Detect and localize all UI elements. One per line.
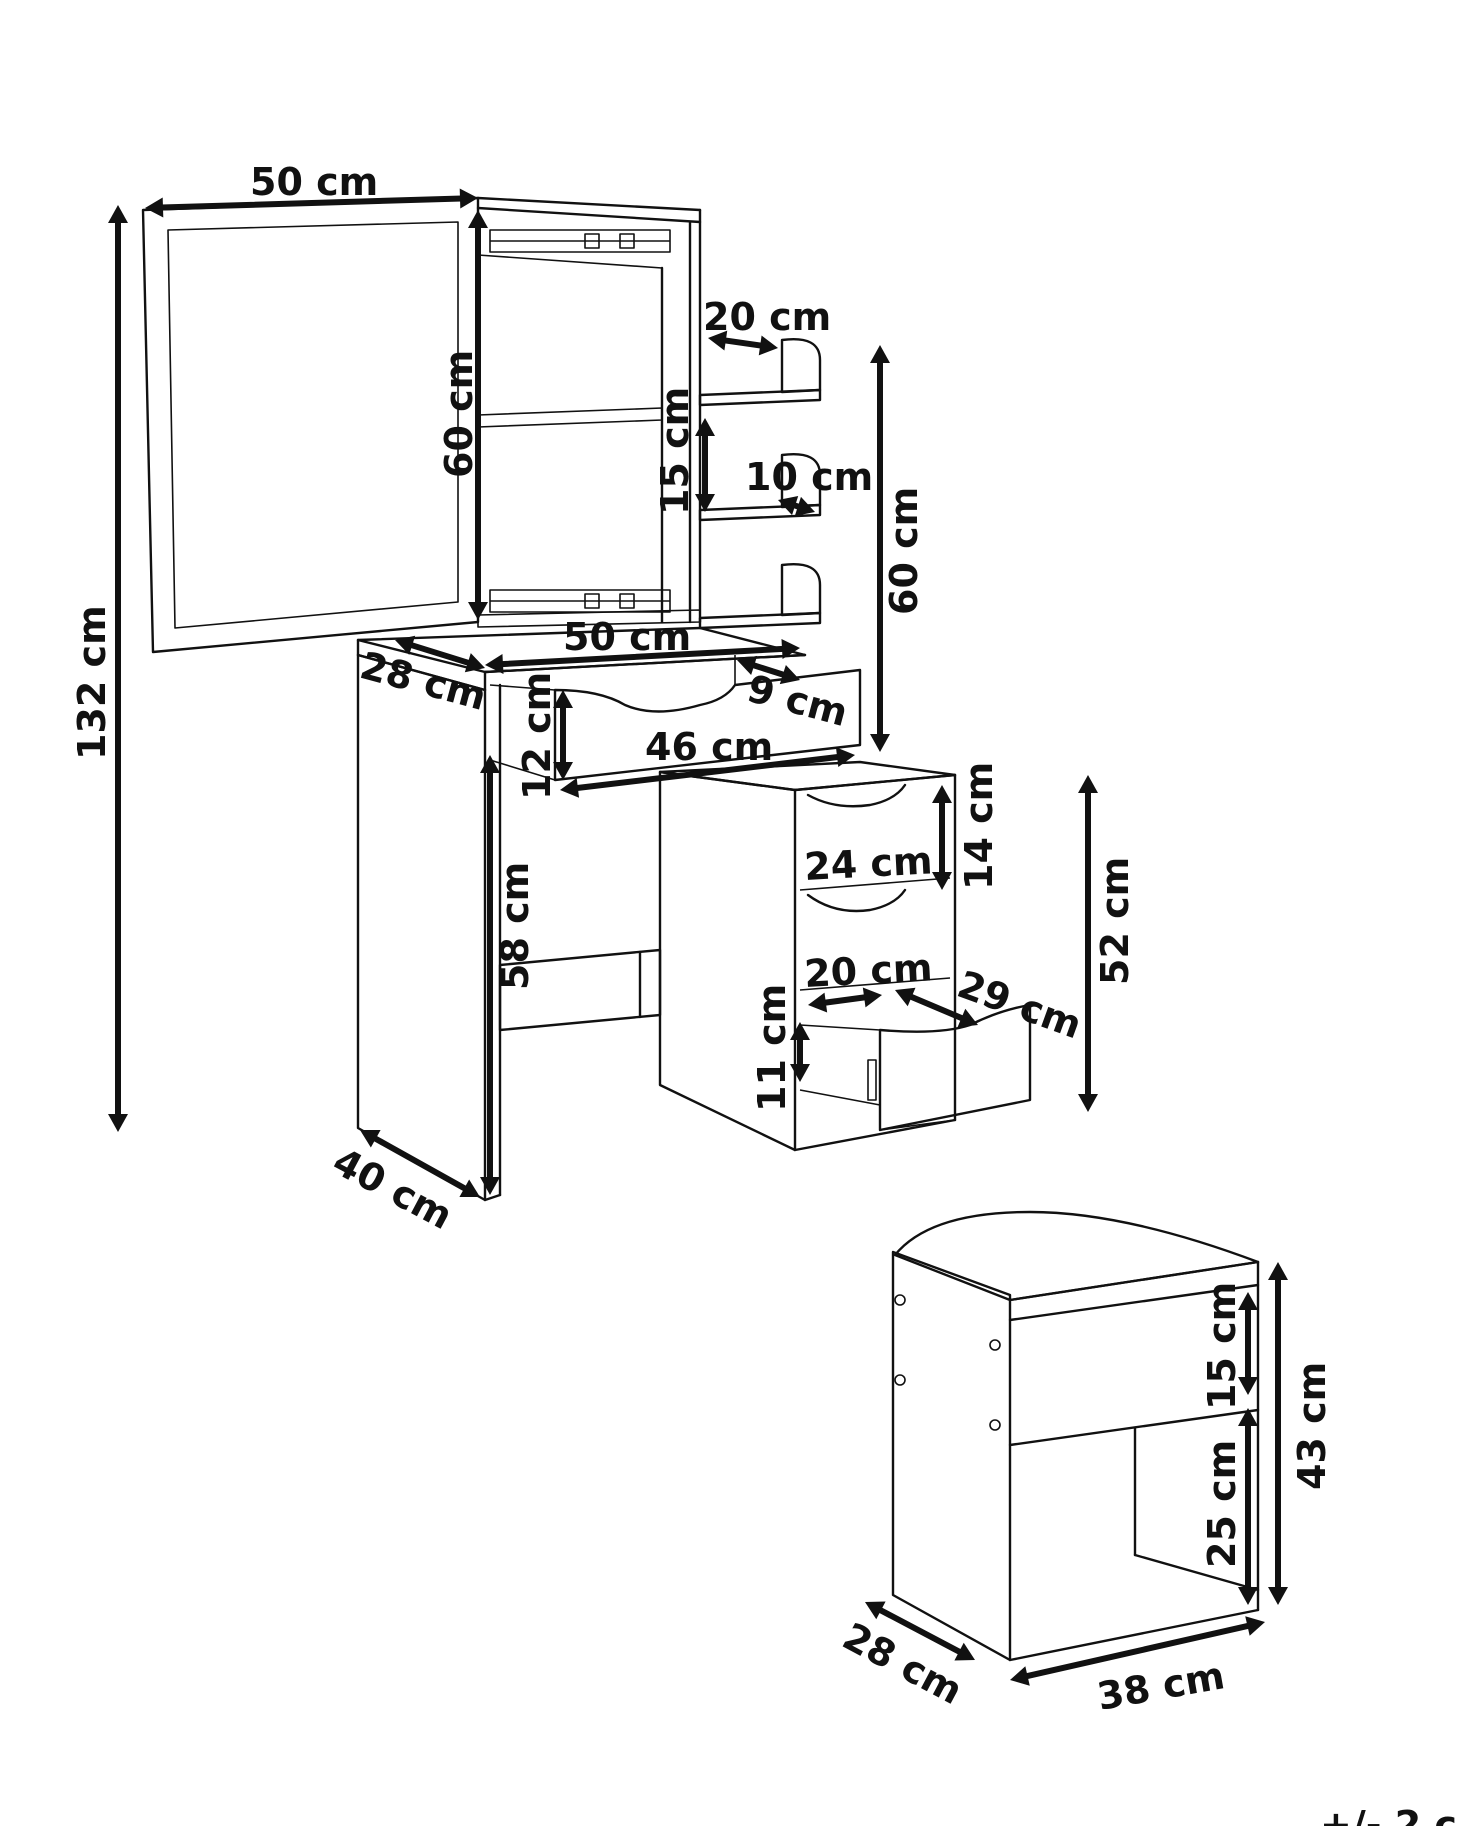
label-shelf-spacing: 15 cm — [653, 387, 697, 515]
label-bottom-drawer-width: 20 cm — [803, 945, 933, 996]
arrow-cabinet-height — [1078, 775, 1098, 1112]
label-small-drawer-height: 14 cm — [957, 762, 1001, 890]
label-base-depth: 40 cm — [326, 1139, 460, 1238]
label-small-drawer-width: 24 cm — [803, 838, 933, 889]
desk — [356, 626, 1032, 1202]
arrow-top-width — [485, 638, 800, 675]
arrow-mirror-width — [145, 188, 478, 218]
label-shelf-depth: 20 cm — [703, 295, 831, 339]
arrow-drawer-depth — [737, 655, 800, 685]
arrow-top-depth — [395, 635, 485, 673]
label-stool-depth: 28 cm — [836, 1614, 970, 1713]
arrow-small-drawer-height — [932, 785, 952, 890]
label-mirror-unit-height: 60 cm — [882, 487, 926, 615]
arrow-shelf-spacing — [695, 418, 715, 512]
arrow-stool-total-height — [1268, 1262, 1288, 1605]
label-stool-total-height: 43 cm — [1290, 1362, 1334, 1490]
arrow-drawer-width — [560, 747, 855, 798]
label-stool-width: 38 cm — [1094, 1653, 1228, 1719]
label-stool-leg-height: 25 cm — [1200, 1440, 1244, 1568]
label-cabinet-height: 52 cm — [1093, 857, 1137, 985]
arrow-stool-leg-height — [1238, 1408, 1258, 1605]
label-mirror-height: 60 cm — [437, 350, 481, 478]
label-shelf-lip: 10 cm — [745, 455, 873, 499]
shelving-unit — [476, 196, 822, 630]
label-stool-seat-height: 15 cm — [1200, 1282, 1244, 1410]
label-bottom-drawer-depth: 29 cm — [952, 962, 1088, 1047]
arrow-bottom-drawer-depth — [895, 987, 978, 1028]
stool — [891, 1210, 1260, 1662]
label-top-width: 50 cm — [563, 615, 691, 659]
arrow-drawer-height — [553, 690, 573, 780]
footnote-tolerance: +/- 2 cm — [1320, 1803, 1460, 1826]
label-mirror-width: 50 cm — [250, 160, 378, 204]
dimension-labels: 50 cm 60 cm 132 cm 20 cm 15 cm 10 cm 60 … — [70, 160, 1460, 1826]
arrow-stool-seat-height — [1238, 1292, 1258, 1395]
arrow-shelf-depth — [708, 330, 778, 356]
label-bottom-drawer-height: 11 cm — [750, 984, 794, 1112]
label-drawer-height: 12 cm — [515, 672, 559, 800]
dimension-arrows — [108, 188, 1288, 1686]
arrow-mirror-unit-height — [870, 345, 890, 752]
arrow-stool-depth — [865, 1601, 975, 1661]
arrow-base-depth — [360, 1130, 480, 1197]
arrow-mirror-height — [468, 210, 488, 620]
arrow-stool-width — [1010, 1616, 1265, 1686]
label-drawer-width: 46 cm — [645, 725, 773, 769]
arrow-bottom-drawer-height — [790, 1022, 810, 1082]
label-leg-height: 58 cm — [493, 862, 537, 990]
arrow-bottom-drawer-width — [808, 987, 882, 1013]
arrow-shelf-lip — [778, 496, 815, 516]
label-total-height: 132 cm — [70, 605, 114, 760]
arrow-leg-height — [480, 755, 500, 1195]
arrow-total-height — [108, 205, 128, 1132]
mirror — [141, 196, 480, 654]
